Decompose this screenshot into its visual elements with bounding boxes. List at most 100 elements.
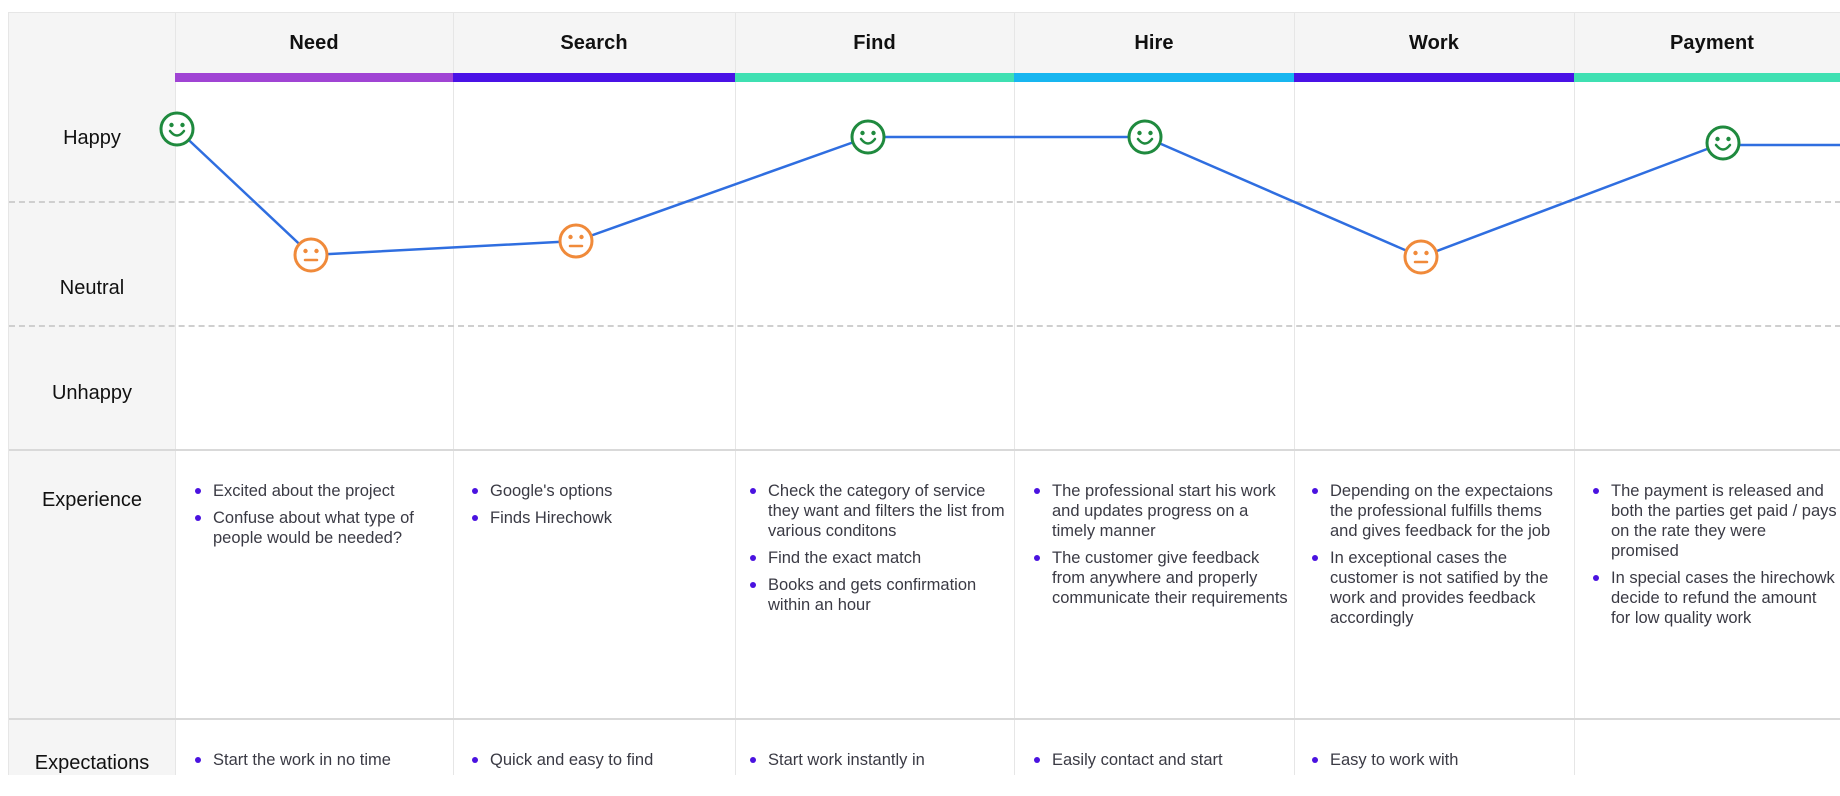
stage-header-need: Need — [289, 31, 339, 54]
stage-bar-search — [453, 73, 735, 82]
experience-cell-payment: The payment is released and both the par… — [1587, 481, 1837, 635]
bullet-dot — [1034, 555, 1040, 561]
stage-bar-need — [175, 73, 453, 82]
stage-header-find: Find — [853, 31, 896, 54]
neutral-face-icon — [293, 237, 329, 273]
experience-cell-hire: The professional start his work and upda… — [1028, 481, 1288, 615]
experience-item-text: Confuse about what type of people would … — [213, 509, 414, 547]
column-divider — [1014, 13, 1015, 775]
section-divider — [9, 718, 1840, 720]
experience-item: Confuse about what type of people would … — [189, 508, 445, 548]
experience-item: Find the exact match — [744, 548, 1006, 568]
mood-label-neutral: Neutral — [59, 277, 125, 299]
expectations-cell-hire: Easily contact and start — [1028, 750, 1288, 775]
expectations-item-text: Start work instantly in — [768, 751, 925, 769]
expectations-item: Quick and easy to find — [466, 750, 728, 770]
experience-cell-find: Check the category of service they want … — [744, 481, 1006, 622]
section-divider — [9, 449, 1840, 451]
happy-face-icon — [1705, 125, 1741, 161]
stage-header-hire: Hire — [1134, 31, 1174, 54]
bullet-dot — [195, 515, 201, 521]
experience-item: In exceptional cases the customer is not… — [1306, 548, 1566, 628]
stage-header-search: Search — [560, 31, 628, 54]
expectations-item-text: Quick and easy to find — [490, 751, 654, 769]
stage-header-payment: Payment — [1669, 31, 1755, 54]
experience-item-text: Books and gets confirmation within an ho… — [768, 576, 977, 614]
emotion-line — [176, 128, 1724, 259]
column-divider — [1574, 13, 1575, 775]
bullet-dot — [1034, 488, 1040, 494]
expectations-item: Start work instantly in — [744, 750, 1006, 770]
experience-item-text: Depending on the expectaions the profess… — [1330, 482, 1553, 540]
experience-item-text: In exceptional cases the customer is not… — [1330, 549, 1549, 627]
experience-item: Google's options — [466, 481, 728, 501]
experience-cell-work: Depending on the expectaions the profess… — [1306, 481, 1566, 635]
experience-item-text: The professional start his work and upda… — [1052, 482, 1276, 540]
experience-item-text: The payment is released and both the par… — [1611, 482, 1837, 560]
bullet-dot — [750, 488, 756, 494]
experience-item-text: The customer give feedback from anywhere… — [1052, 549, 1288, 607]
bullet-dot — [1593, 488, 1599, 494]
bullet-dot — [195, 757, 201, 763]
bullet-dot — [1034, 757, 1040, 763]
experience-item: Finds Hirechowk — [466, 508, 728, 528]
emotion-curve — [159, 111, 1840, 275]
row-label-expectations: Expectations — [34, 752, 150, 774]
column-divider — [735, 13, 736, 775]
experience-item-text: Check the category of service they want … — [768, 482, 1005, 540]
bullet-dot — [1593, 575, 1599, 581]
expectations-cell-search: Quick and easy to find — [466, 750, 728, 775]
expectations-item: Start the work in no time — [189, 750, 445, 770]
experience-item-text: Google's options — [490, 482, 613, 500]
bullet-dot — [750, 582, 756, 588]
bullet-dot — [472, 515, 478, 521]
bullet-dot — [472, 757, 478, 763]
experience-item-text: Find the exact match — [768, 549, 922, 567]
mood-divider — [9, 201, 1840, 203]
mood-divider — [9, 325, 1840, 327]
expectations-item-text: Start the work in no time — [213, 751, 391, 769]
bullet-dot — [750, 555, 756, 561]
stage-bar-payment — [1574, 73, 1840, 82]
column-divider — [175, 13, 176, 775]
bullet-dot — [1312, 555, 1318, 561]
expectations-item-text: Easy to work with — [1330, 751, 1459, 769]
experience-item-text: In special cases the hirechowk decide to… — [1611, 569, 1835, 627]
bullet-dot — [1312, 488, 1318, 494]
experience-item: Excited about the project — [189, 481, 445, 501]
bullet-dot — [472, 488, 478, 494]
experience-item: Depending on the expectaions the profess… — [1306, 481, 1566, 541]
expectations-item: Easily contact and start — [1028, 750, 1288, 770]
mood-label-happy: Happy — [63, 127, 121, 149]
happy-face-icon — [159, 111, 195, 147]
row-label-column — [9, 13, 176, 775]
experience-item: Books and gets confirmation within an ho… — [744, 575, 1006, 615]
stage-bar-hire — [1014, 73, 1294, 82]
experience-item: The professional start his work and upda… — [1028, 481, 1288, 541]
expectations-cell-find: Start work instantly in — [744, 750, 1006, 775]
happy-face-icon — [850, 119, 886, 155]
experience-item: The customer give feedback from anywhere… — [1028, 548, 1288, 608]
stage-bar-find — [735, 73, 1014, 82]
expectations-item: Easy to work with — [1306, 750, 1566, 770]
experience-item: In special cases the hirechowk decide to… — [1587, 568, 1837, 628]
bullet-dot — [195, 488, 201, 494]
experience-item: Check the category of service they want … — [744, 481, 1006, 541]
neutral-face-icon — [558, 223, 594, 259]
experience-item-text: Finds Hirechowk — [490, 509, 612, 527]
bullet-dot — [1312, 757, 1318, 763]
expectations-item-text: Easily contact and start — [1052, 751, 1223, 769]
expectations-cell-work: Easy to work with — [1306, 750, 1566, 775]
stage-header-band — [175, 13, 1840, 73]
expectations-cell-need: Start the work in no time — [189, 750, 445, 775]
happy-face-icon — [1127, 119, 1163, 155]
neutral-face-icon — [1403, 239, 1439, 275]
stage-bar-work — [1294, 73, 1574, 82]
row-label-experience: Experience — [41, 489, 143, 511]
column-divider — [1294, 13, 1295, 775]
stage-header-work: Work — [1408, 31, 1460, 54]
column-divider — [453, 13, 454, 775]
experience-item: The payment is released and both the par… — [1587, 481, 1837, 561]
